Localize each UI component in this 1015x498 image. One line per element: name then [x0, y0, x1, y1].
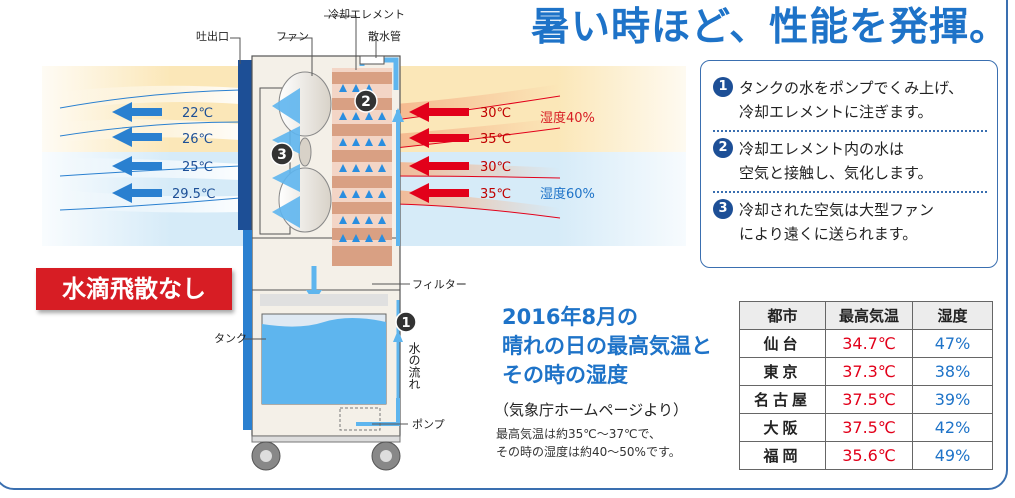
steps-box: 1 タンクの水をポンプでくみ上げ、 冷却エレメントに注ぎます。 2 冷却エレメン…	[700, 60, 998, 268]
cell-city: 大阪	[739, 413, 826, 442]
panel-title-line: 2016年8月の	[502, 305, 639, 329]
badge-number: 2	[361, 94, 371, 110]
step-line: 冷却された空気は大型ファン	[739, 201, 935, 219]
cell-temp: 37.5℃	[825, 385, 913, 414]
inflow-arrows	[409, 102, 469, 203]
outlet-label: 吐出口	[196, 29, 229, 43]
cell-temp: 37.3℃	[825, 357, 913, 386]
panel-note-line: その時の湿度は約40～50%です。	[496, 445, 681, 459]
outlet-louver	[238, 60, 252, 230]
cool-arrow-icon	[112, 127, 162, 147]
table-row: 名古屋 37.5℃ 39%	[739, 385, 993, 414]
inflow-temp: 30℃	[480, 160, 511, 175]
step-item: 1 タンクの水をポンプでくみ上げ、 冷却エレメントに注ぎます。	[713, 71, 987, 130]
panel-note: 最高気温は約35℃～37℃で、 その時の湿度は約40～50%です。	[496, 425, 681, 461]
step-item: 3 冷却された空気は大型ファン により遠くに送られます。	[713, 191, 987, 252]
outflow-temp: 25℃	[182, 160, 213, 175]
table-header-row: 都市 最高気温 湿度	[739, 301, 993, 330]
step-line: により遠くに送られます。	[739, 225, 918, 243]
humidity-label-humid: 湿度60%	[540, 186, 595, 202]
step-text: タンクの水をポンプでくみ上げ、 冷却エレメントに注ぎます。	[739, 76, 963, 124]
caster-wheels	[251, 435, 401, 471]
tank-label: タンク	[214, 332, 247, 345]
panel-title: 2016年8月の 晴れの日の最高気温と その時の湿度	[502, 303, 712, 390]
no-drip-badge: 水滴飛散なし	[36, 268, 232, 310]
cell-city: 名古屋	[739, 385, 826, 414]
table-row: 福岡 35.6℃ 49%	[739, 441, 993, 470]
step-line: 空気と接触し、気化します。	[739, 164, 933, 182]
panel-source: （気象庁ホームページより）	[494, 401, 688, 419]
inflow-temp: 35℃	[480, 187, 511, 202]
badge-number: 1	[401, 316, 410, 331]
table-row: 東京 37.3℃ 38%	[739, 357, 993, 386]
header-city: 都市	[739, 301, 826, 330]
step-line: タンクの水をポンプでくみ上げ、	[739, 79, 964, 97]
outflow-arrows	[112, 102, 162, 203]
outflow-temp: 29.5℃	[172, 187, 216, 202]
outflow-streams	[59, 85, 241, 213]
filter-label: フィルター	[412, 278, 467, 291]
inflow-temp: 30℃	[480, 106, 511, 121]
diagram-badge-3: 3	[270, 142, 294, 166]
badge-number: 3	[277, 147, 287, 163]
hot-arrow-icon	[409, 102, 469, 122]
cell-humidity: 38%	[912, 357, 993, 386]
header-humidity: 湿度	[912, 301, 993, 330]
water-tank	[261, 313, 387, 405]
step-text: 冷却された空気は大型ファン により遠くに送られます。	[739, 198, 934, 246]
cell-humidity: 49%	[912, 441, 993, 470]
outer-frame	[0, 0, 1008, 490]
panel-note-line: 最高気温は約35℃～37℃で、	[496, 427, 662, 441]
table-row: 大阪 37.5℃ 42%	[739, 413, 993, 442]
outflow-temp: 26℃	[182, 132, 213, 147]
header-temp: 最高気温	[825, 301, 913, 330]
hot-arrow-icon	[409, 128, 469, 148]
cell-temp: 37.5℃	[825, 413, 913, 442]
hot-arrow-icon	[409, 183, 469, 203]
cell-temp: 35.6℃	[825, 441, 913, 470]
panel-title-line: その時の湿度	[502, 363, 628, 387]
diagram-badge-2: 2	[354, 89, 378, 113]
weather-table: 都市 最高気温 湿度 仙台 34.7℃ 47% 東京 37.3℃ 38% 名古屋…	[739, 301, 993, 470]
cell-city: 東京	[739, 357, 826, 386]
cell-humidity: 47%	[912, 329, 993, 358]
cooling-element-label: 冷却エレメント	[328, 8, 405, 21]
pump-label: ポンプ	[412, 418, 445, 431]
step-text: 冷却エレメント内の水は 空気と接触し、気化します。	[739, 137, 933, 185]
humidity-label-warm: 湿度40%	[540, 110, 595, 126]
cool-arrow-icon	[112, 102, 162, 122]
diagram-badge-1: 1	[395, 311, 417, 333]
filter	[260, 294, 388, 306]
step-number: 2	[713, 138, 733, 158]
outflow-temp: 22℃	[182, 106, 213, 121]
headline: 暑い時ほど、性能を発揮。	[531, 4, 1009, 52]
water-flow-label: 水の流れ	[407, 342, 421, 390]
headline-emphasis: 暑い時	[531, 5, 652, 50]
headline-rest: ほど、性能を発揮。	[651, 5, 1010, 50]
step-line: 冷却エレメントに注ぎます。	[739, 103, 933, 121]
cell-humidity: 42%	[912, 413, 993, 442]
cell-humidity: 39%	[912, 385, 993, 414]
step-number: 3	[713, 199, 733, 219]
step-line: 冷却エレメント内の水は	[739, 140, 905, 158]
cool-arrow-icon	[112, 183, 162, 203]
fan-air-arrows	[272, 88, 300, 228]
cell-temp: 34.7℃	[825, 329, 913, 358]
step-number: 1	[713, 77, 733, 97]
spray-pipe-label: 散水管	[368, 29, 401, 43]
inflow-temp: 35℃	[480, 132, 511, 147]
hot-arrow-icon	[409, 156, 469, 176]
panel-title-line: 晴れの日の最高気温と	[502, 334, 712, 358]
cell-city: 仙台	[739, 329, 826, 358]
leader-lines	[230, 15, 410, 425]
water-droplets	[339, 84, 386, 242]
fan-label: ファン	[276, 30, 309, 43]
cell-city: 福岡	[739, 441, 826, 470]
step-item: 2 冷却エレメント内の水は 空気と接触し、気化します。	[713, 130, 987, 191]
cool-arrow-icon	[112, 156, 162, 176]
table-row: 仙台 34.7℃ 47%	[739, 329, 993, 358]
